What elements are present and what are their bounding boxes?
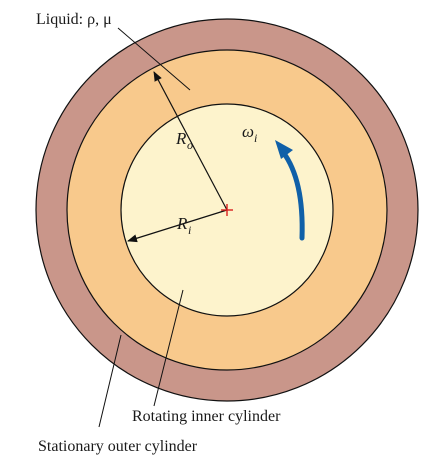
- rotating-inner-cylinder-label: Rotating inner cylinder: [132, 408, 281, 425]
- angular-velocity-symbol: ω i: [242, 122, 257, 145]
- outer-cylinder-leader-line: [98, 334, 122, 428]
- inner-radius-symbol: R i: [176, 214, 191, 237]
- angular-velocity-sub: i: [254, 131, 257, 145]
- rotation-arrow: [280, 149, 305, 241]
- inner-radius-base: R: [176, 214, 188, 233]
- angular-velocity-base: ω: [242, 122, 254, 141]
- inner-radius-line: [127, 209, 228, 243]
- rotation-arrow-head: [275, 140, 293, 159]
- outer-radius-line: [153, 71, 228, 211]
- center-mark: [221, 204, 233, 216]
- inner-cylinder-leader-line: [153, 289, 184, 407]
- liquid-label: Liquid: ρ, μ: [36, 11, 112, 28]
- liquid-leader-line: [117, 27, 191, 91]
- outer-radius-symbol: R o: [175, 129, 193, 152]
- inner-radius-sub: i: [188, 223, 191, 237]
- outer-radius-base: R: [175, 129, 187, 148]
- stationary-outer-cylinder-label: Stationary outer cylinder: [38, 438, 198, 455]
- outer-radius-sub: o: [187, 138, 193, 152]
